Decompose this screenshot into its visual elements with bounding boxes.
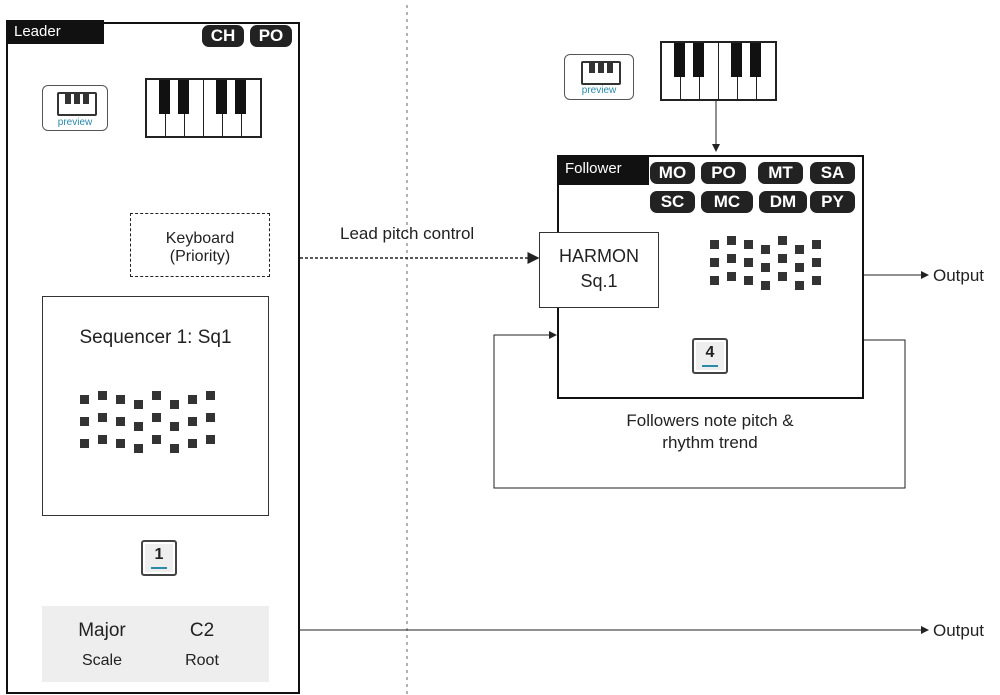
pattern-square	[812, 258, 821, 267]
pattern-square	[152, 391, 161, 400]
pattern-square	[80, 417, 89, 426]
pattern-square	[206, 435, 215, 444]
follower-title: Follower	[557, 155, 649, 185]
root-value[interactable]: C2	[189, 620, 215, 641]
pattern-square	[812, 240, 821, 249]
leader-tag-ch[interactable]: CH	[202, 25, 244, 47]
pattern-square	[727, 272, 736, 281]
keyboard-label: Keyboard	[165, 230, 235, 247]
pattern-square	[812, 276, 821, 285]
pattern-square	[98, 413, 107, 422]
pattern-square	[744, 276, 753, 285]
pattern-square	[727, 236, 736, 245]
pattern-square	[152, 435, 161, 444]
pattern-square	[116, 395, 125, 404]
follower-tag-mo[interactable]: MO	[650, 162, 695, 184]
pattern-square	[778, 272, 787, 281]
preview-keyboard-icon	[581, 61, 621, 85]
feedback-line2: rhythm trend	[662, 433, 758, 452]
pattern-square	[795, 245, 804, 254]
pattern-square	[710, 240, 719, 249]
follower-preview-button[interactable]: preview	[564, 54, 634, 100]
scale-label: Scale	[81, 652, 123, 669]
pattern-square	[795, 263, 804, 272]
pattern-square	[778, 254, 787, 263]
leader-preview-button[interactable]: preview	[42, 85, 108, 131]
pattern-square	[134, 400, 143, 409]
leader-number-button[interactable]: 1	[141, 540, 177, 576]
pattern-square	[188, 439, 197, 448]
follower-tag-sa[interactable]: SA	[810, 162, 855, 184]
lead-pitch-label: Lead pitch control	[340, 224, 475, 243]
pattern-square	[744, 240, 753, 249]
leader-tag-po[interactable]: PO	[250, 25, 292, 47]
pattern-square	[188, 417, 197, 426]
keyboard-priority-box[interactable]: Keyboard (Priority)	[130, 213, 270, 277]
scale-root-panel: Major Scale C2 Root	[42, 606, 269, 682]
pattern-square	[778, 236, 787, 245]
pattern-square	[710, 276, 719, 285]
leader-number: 1	[154, 546, 164, 563]
pattern-square	[727, 254, 736, 263]
follower-tag-mt[interactable]: MT	[758, 162, 803, 184]
pattern-square	[98, 391, 107, 400]
pattern-square	[170, 422, 179, 431]
follower-number: 4	[705, 344, 715, 361]
harmon-box[interactable]: HARMON Sq.1	[539, 232, 659, 308]
pattern-square	[152, 413, 161, 422]
pattern-square	[170, 444, 179, 453]
harmon-label: HARMON	[559, 246, 639, 266]
preview-label: preview	[57, 117, 93, 128]
follower-tag-po[interactable]: PO	[701, 162, 746, 184]
pattern-square	[170, 400, 179, 409]
pattern-square	[795, 281, 804, 290]
pattern-square	[134, 422, 143, 431]
preview-keyboard-icon	[57, 92, 97, 116]
pattern-square	[116, 439, 125, 448]
pattern-square	[206, 391, 215, 400]
follower-piano-keyboard-icon[interactable]	[660, 41, 777, 101]
pattern-square	[116, 417, 125, 426]
follower-tag-sc[interactable]: SC	[650, 191, 695, 213]
pattern-square	[188, 395, 197, 404]
sequencer-pattern-grid	[80, 391, 230, 465]
follower-tag-mc[interactable]: MC	[701, 191, 753, 213]
pattern-square	[80, 395, 89, 404]
harmon-sequence-label: Sq.1	[580, 271, 618, 291]
pattern-square	[134, 444, 143, 453]
output-top-label: Output	[933, 266, 985, 285]
follower-number-button[interactable]: 4	[692, 338, 728, 374]
pattern-square	[761, 263, 770, 272]
sequencer-title: Sequencer 1: Sq1	[79, 327, 232, 348]
follower-pattern-grid	[710, 236, 830, 300]
feedback-line1: Followers note pitch &	[626, 411, 794, 430]
preview-label: preview	[581, 85, 617, 96]
scale-value[interactable]: Major	[78, 620, 126, 641]
leader-title: Leader	[6, 20, 104, 44]
pattern-square	[80, 439, 89, 448]
pattern-square	[744, 258, 753, 267]
output-bottom-label: Output	[933, 621, 985, 640]
root-label: Root	[185, 652, 219, 669]
feedback-label: Followers note pitch & rhythm trend	[565, 410, 855, 454]
pattern-square	[206, 413, 215, 422]
priority-label: (Priority)	[169, 248, 231, 265]
leader-piano-keyboard-icon[interactable]	[145, 78, 262, 138]
follower-tag-py[interactable]: PY	[810, 191, 855, 213]
pattern-square	[98, 435, 107, 444]
sequencer-box[interactable]: Sequencer 1: Sq1	[42, 296, 269, 516]
pattern-square	[761, 281, 770, 290]
pattern-square	[710, 258, 719, 267]
pattern-square	[761, 245, 770, 254]
follower-tag-dm[interactable]: DM	[759, 191, 807, 213]
